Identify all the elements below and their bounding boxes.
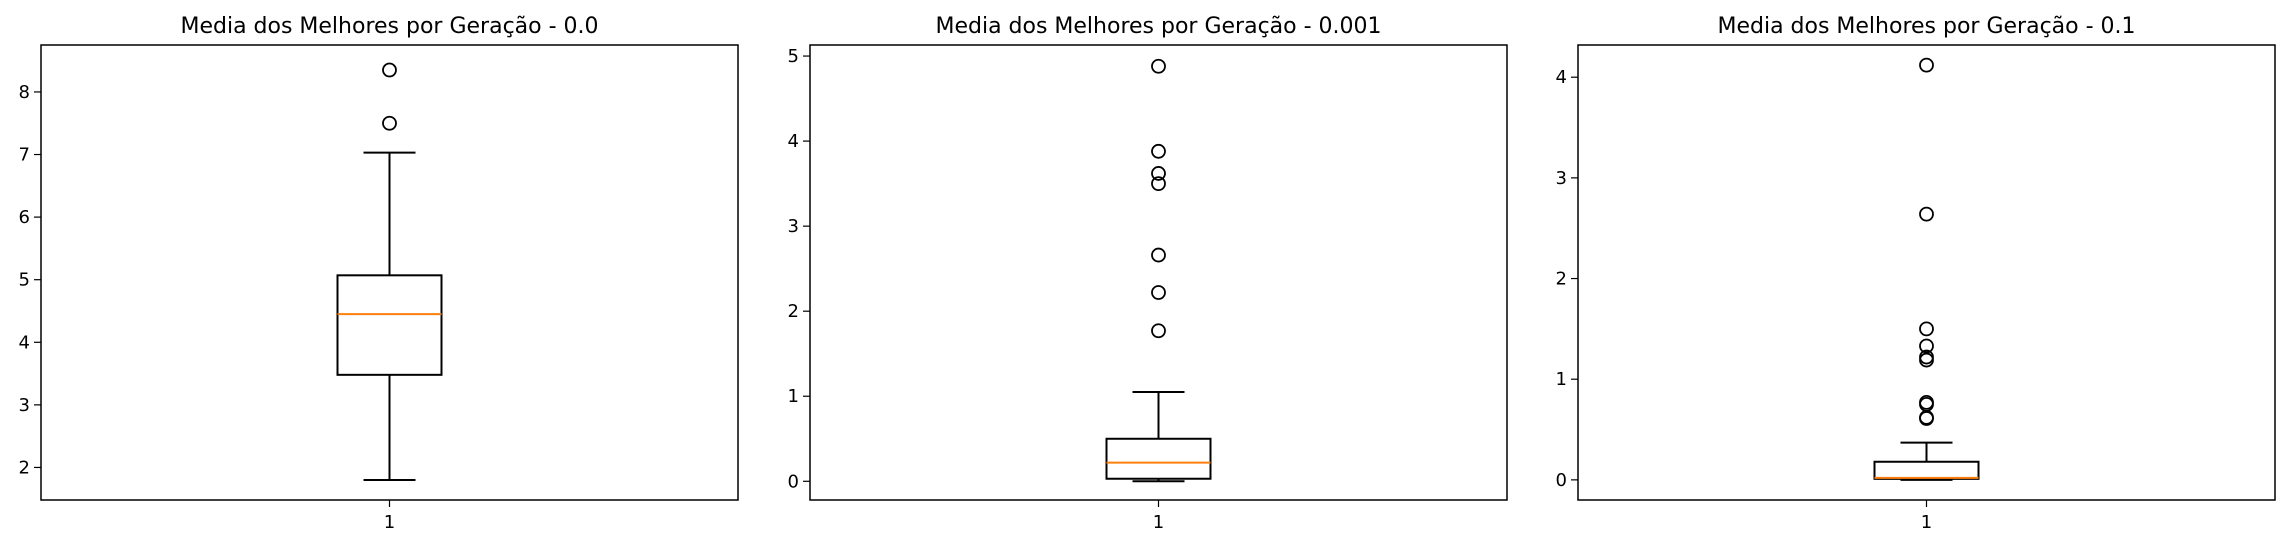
iqr-box [1105, 437, 1212, 480]
chart-title: Media dos Melhores por Geração - 0.1 [1717, 14, 2135, 39]
outlier-point [1151, 143, 1166, 159]
x-tick-label: 1 [384, 512, 395, 533]
outlier-point [1919, 206, 1934, 222]
y-tick-label: 3 [788, 216, 799, 237]
outlier-point [1919, 349, 1934, 365]
y-tick-label: 5 [788, 46, 799, 67]
y-tick-label: 0 [788, 471, 799, 492]
y-tick-label: 0 [1556, 470, 1567, 491]
chart-title: Media dos Melhores por Geração - 0.001 [935, 14, 1381, 39]
subplot-2: Media dos Melhores por Geração - 0.001 0 1… [788, 14, 1508, 533]
outlier-point [1151, 323, 1166, 339]
outlier-point [1151, 176, 1166, 192]
y-tick-label: 6 [19, 207, 30, 228]
outlier-point [1919, 352, 1934, 368]
y-tick-label: 3 [1556, 168, 1567, 189]
outlier-point [1919, 57, 1934, 73]
iqr-box [336, 274, 443, 376]
outlier-point [1919, 321, 1934, 337]
axes-frame [40, 44, 739, 501]
outlier-point [1919, 394, 1934, 410]
x-tick-label: 1 [1153, 512, 1164, 533]
outlier-point [1151, 247, 1166, 263]
y-tick-label: 2 [1556, 269, 1567, 290]
y-tick-label: 2 [19, 457, 30, 478]
outlier-point [1919, 410, 1934, 425]
y-tick-label: 1 [788, 386, 799, 407]
chart-title: Media dos Melhores por Geração - 0.0 [180, 14, 598, 39]
y-tick-label: 3 [19, 395, 30, 416]
subplot-1: Media dos Melhores por Geração - 0.0 2 3 4 5… [19, 14, 739, 533]
outlier-point [1151, 285, 1166, 300]
y-tick-label: 5 [19, 270, 30, 291]
subplot-3: Media dos Melhores por Geração - 0.1 0 1 2 3… [1556, 14, 2276, 533]
outlier-point [1151, 166, 1166, 181]
outlier-point [382, 62, 397, 78]
axes-frame [1577, 44, 2276, 501]
outlier-point [382, 115, 397, 131]
outlier-point [1919, 338, 1934, 354]
y-tick-label: 7 [19, 145, 30, 166]
iqr-box [1873, 460, 1980, 480]
y-tick-label: 4 [19, 332, 30, 353]
y-tick-label: 1 [1556, 369, 1567, 390]
y-tick-label: 2 [788, 301, 799, 322]
axes-frame [809, 44, 1508, 501]
outlier-point [1151, 58, 1166, 74]
x-tick-label: 1 [1921, 512, 1932, 533]
y-tick-label: 4 [1556, 67, 1567, 88]
y-tick-label: 8 [19, 82, 30, 103]
y-tick-label: 4 [788, 131, 799, 152]
